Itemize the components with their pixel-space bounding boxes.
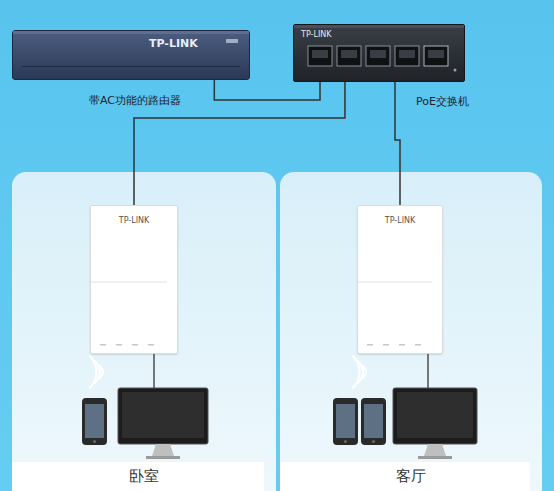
wireless-ap: TP-LINK — [90, 205, 178, 354]
port — [366, 46, 390, 66]
monitor-screen — [397, 392, 473, 438]
port-inner — [341, 50, 357, 58]
brand-text: TP-LINK — [301, 30, 331, 40]
ap-seam — [91, 282, 167, 283]
monitor-cable — [427, 354, 428, 388]
monitor-frame — [118, 388, 208, 444]
port — [395, 46, 419, 66]
port-inner — [399, 50, 415, 58]
router-details — [13, 31, 249, 67]
ap-details — [91, 282, 432, 346]
router-seam — [22, 66, 240, 67]
port-inner — [312, 50, 328, 58]
brand-text: TP-LINK — [91, 216, 177, 226]
ap-dot — [415, 344, 421, 346]
phone-right-1 — [333, 398, 358, 445]
wifi-waves — [90, 356, 366, 388]
device-label: 带AC功能的路由器 — [89, 94, 181, 107]
brand-text: TP-LINK — [149, 37, 198, 50]
router-box: TP-LINK带AC功能的路由器 — [12, 30, 250, 80]
network-cable — [134, 82, 345, 205]
monitor-frame — [393, 388, 477, 444]
wave — [358, 361, 363, 383]
phone-button — [344, 440, 347, 443]
ap-dot — [116, 344, 122, 346]
port-inner — [428, 50, 444, 58]
device-label: PoE交换机 — [416, 95, 469, 108]
wave — [363, 366, 366, 378]
port — [424, 46, 448, 66]
phone-screen — [336, 404, 355, 438]
router-edge — [13, 31, 249, 34]
ap-dot — [399, 344, 405, 346]
phone-body — [361, 398, 386, 445]
switch-edge — [294, 25, 464, 28]
room-panel: 客厅 TP-LINK — [280, 172, 542, 491]
wave — [90, 356, 97, 388]
monitor-cable — [153, 354, 154, 388]
ap-dot — [148, 344, 154, 346]
wave — [353, 356, 360, 388]
monitor-screen — [122, 392, 204, 438]
router-led — [226, 39, 238, 43]
ap-seam — [358, 282, 432, 283]
ap-dot — [132, 344, 138, 346]
phone-right-2 — [361, 398, 386, 445]
wave — [95, 361, 100, 383]
monitor-right — [393, 388, 477, 459]
phone-left — [82, 398, 107, 445]
monitor-left — [118, 388, 208, 459]
wave — [100, 366, 103, 378]
poe-switch-box: TP-LINKPoE交换机 — [293, 24, 465, 82]
port — [308, 46, 332, 66]
phone-body — [82, 398, 107, 445]
room-label: 卧室 — [12, 467, 276, 485]
switch-ports — [294, 25, 464, 72]
room-band — [280, 462, 530, 491]
monitor-stand — [424, 444, 446, 456]
phone-body — [333, 398, 358, 445]
network-cable — [395, 82, 400, 205]
port-inner — [370, 50, 386, 58]
phone-screen — [85, 404, 104, 438]
room-panel: 卧室 TP-LINK — [12, 172, 276, 491]
switch-led — [454, 69, 457, 72]
phone-screen — [364, 404, 383, 438]
ap-indicators — [100, 344, 421, 346]
ap-dot — [383, 344, 389, 346]
monitor-base — [146, 456, 180, 459]
ap-dot — [367, 344, 373, 346]
monitor-stand — [152, 444, 174, 456]
monitor-base — [418, 456, 452, 459]
port — [337, 46, 361, 66]
brand-text: TP-LINK — [358, 216, 442, 226]
wireless-ap: TP-LINK — [357, 205, 443, 354]
room-label: 客厅 — [280, 467, 542, 485]
network-cable — [214, 80, 320, 100]
phone-button — [372, 440, 375, 443]
ap-dot — [100, 344, 106, 346]
phone-button — [93, 440, 96, 443]
room-band — [12, 462, 264, 491]
